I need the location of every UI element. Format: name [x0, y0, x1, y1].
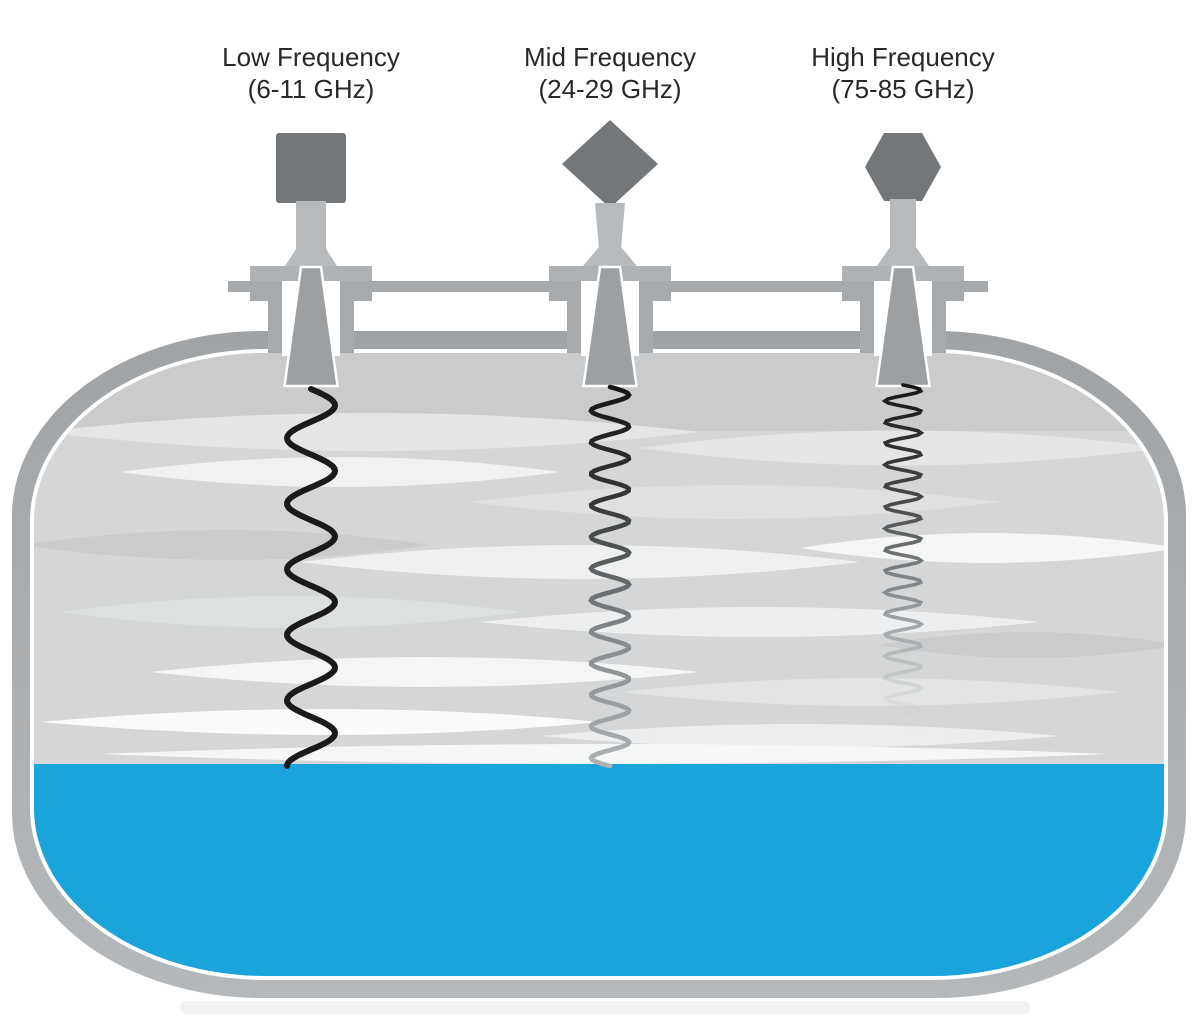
high-frequency-wave [881, 383, 925, 738]
vapor-shape [120, 457, 560, 487]
vapor-shape [100, 744, 1110, 764]
square-sensor-head [276, 133, 346, 203]
sensor-flare [583, 247, 637, 266]
nozzle-wall [860, 281, 874, 353]
vapor-shape [60, 596, 520, 628]
mid-frequency-wave [588, 384, 632, 769]
high-frequency-sensor [865, 133, 941, 388]
sensor-flare [285, 249, 337, 266]
diamond-sensor-head [562, 120, 658, 208]
vapor-shape [540, 724, 1060, 748]
low-frequency-wave [283, 386, 339, 769]
low-frequency-label: Low Frequency [222, 42, 400, 72]
high-frequency-range: (75-85 GHz) [831, 74, 974, 104]
vapor-shape [800, 533, 1164, 563]
nozzle-wall [932, 281, 946, 353]
mid-frequency-label: Mid Frequency [524, 42, 696, 72]
sensor-flare [877, 247, 929, 266]
vapor-shape [34, 530, 430, 560]
mid-frequency-sensor [562, 120, 658, 388]
vapor-shape [300, 545, 860, 579]
flange-leg [649, 281, 671, 301]
flange-leg [842, 281, 864, 301]
sensor-neck [595, 203, 625, 249]
high-frequency-label: High Frequency [811, 42, 995, 72]
vapor-shape [40, 413, 700, 451]
sensor-neck [890, 199, 916, 249]
vapor-shape [150, 657, 700, 687]
sensor-neck [296, 201, 326, 251]
nozzle-wall [567, 281, 581, 353]
tank-ground-shadow [180, 1001, 1030, 1014]
hexagon-sensor-head [865, 133, 941, 201]
nozzle-wall [268, 281, 282, 353]
sensor-labels: Low Frequency (6-11 GHz) Mid Frequency (… [222, 42, 995, 104]
horn-antenna [582, 265, 638, 388]
flange-leg [350, 281, 372, 301]
liquid [34, 764, 1164, 976]
flange-leg [942, 281, 964, 301]
low-frequency-sensor [276, 133, 346, 388]
mid-frequency-range: (24-29 GHz) [538, 74, 681, 104]
vapor-shape [620, 678, 1120, 706]
flange-leg [250, 281, 272, 301]
radar-waves [283, 383, 925, 769]
horn-antenna [283, 265, 339, 388]
low-frequency-range: (6-11 GHz) [248, 74, 375, 104]
nozzle-wall [639, 281, 653, 353]
vapor-shape [880, 632, 1164, 658]
flange-leg [549, 281, 571, 301]
nozzle-wall [340, 281, 354, 353]
horn-antenna [875, 265, 931, 388]
